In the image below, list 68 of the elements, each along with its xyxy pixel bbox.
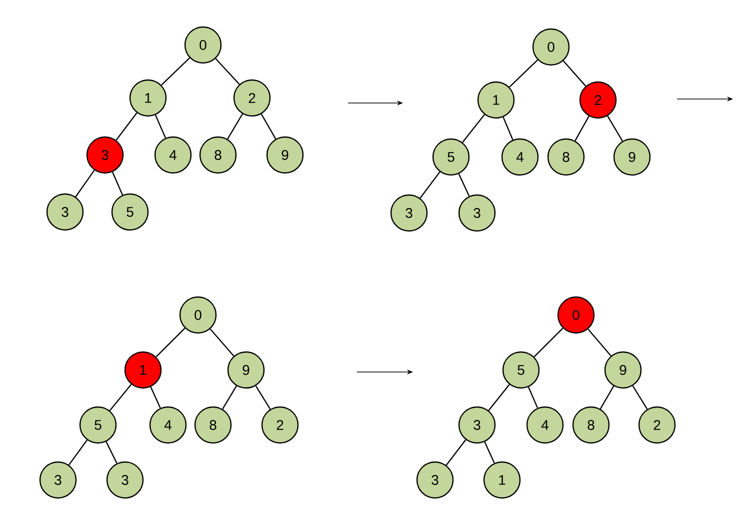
- tree-node: 4: [154, 136, 192, 174]
- tree-edge: [588, 328, 612, 356]
- tree-edge: [462, 114, 485, 143]
- tree-node: 9: [613, 138, 651, 176]
- tree-node: 1: [483, 461, 521, 499]
- tree-edge: [154, 114, 166, 138]
- tree-edge: [528, 386, 538, 408]
- tree-node: 0: [184, 26, 222, 64]
- tree-node: 3: [46, 193, 84, 231]
- tree-node: 4: [149, 406, 187, 444]
- tree-edge: [160, 57, 190, 86]
- tree-edge: [420, 172, 440, 198]
- tree-node: 2: [579, 81, 617, 119]
- tree-node: 4: [526, 406, 564, 444]
- tree-edge: [106, 441, 118, 464]
- tree-node: 0: [532, 28, 570, 66]
- tree-node: 4: [501, 138, 539, 176]
- tree-node: 3: [86, 136, 124, 174]
- tree-edge: [632, 386, 648, 410]
- tree-edge: [446, 439, 466, 466]
- tree-node: 1: [124, 351, 162, 389]
- tree-edge: [458, 174, 470, 196]
- tree-node: 1: [129, 79, 167, 117]
- tree-edge: [502, 116, 514, 140]
- tree-edge: [116, 112, 138, 140]
- tree-node: 2: [233, 79, 271, 117]
- tree-node: 9: [227, 351, 265, 389]
- tree-edge: [484, 442, 495, 464]
- tree-edge: [156, 328, 186, 358]
- tree-node: 8: [199, 136, 237, 174]
- tree-node: 8: [572, 406, 610, 444]
- tree-node: 3: [458, 406, 496, 444]
- tree-node: 2: [261, 406, 299, 444]
- tree-edge: [68, 440, 88, 466]
- tree-node: 9: [266, 136, 304, 174]
- tree-edge: [222, 386, 237, 410]
- tree-edge: [562, 60, 586, 86]
- tree-node: 8: [547, 138, 585, 176]
- tree-edge: [600, 386, 614, 410]
- tree-node: 0: [179, 296, 217, 334]
- tree-edge: [607, 116, 623, 142]
- tree-edge: [488, 384, 510, 411]
- tree-node: 5: [432, 138, 470, 176]
- tree-edge: [215, 58, 240, 85]
- tree-edge: [109, 384, 132, 411]
- tree-node: 3: [106, 461, 144, 499]
- tree-node: 8: [194, 406, 232, 444]
- tree-edge: [227, 114, 243, 140]
- tree-edge: [260, 114, 276, 140]
- tree-edge: [534, 328, 564, 358]
- tree-node: 5: [79, 406, 117, 444]
- tree-node: 3: [39, 461, 77, 499]
- tree-edge: [574, 116, 590, 142]
- tree-node: 1: [477, 81, 515, 119]
- tree-edge: [210, 328, 234, 356]
- tree-edge: [112, 172, 124, 196]
- tree-node: 3: [416, 461, 454, 499]
- tree-node: 9: [604, 351, 642, 389]
- tree-node: 3: [458, 194, 496, 232]
- tree-edge: [150, 386, 161, 408]
- tree-node: 0: [557, 296, 595, 334]
- tree-node: 5: [111, 193, 149, 231]
- tree-node: 2: [638, 406, 676, 444]
- tree-edge: [75, 170, 95, 198]
- tree-edge: [255, 386, 271, 410]
- tree-node: 5: [502, 351, 540, 389]
- tree-node: 3: [390, 194, 428, 232]
- tree-edge: [508, 59, 538, 88]
